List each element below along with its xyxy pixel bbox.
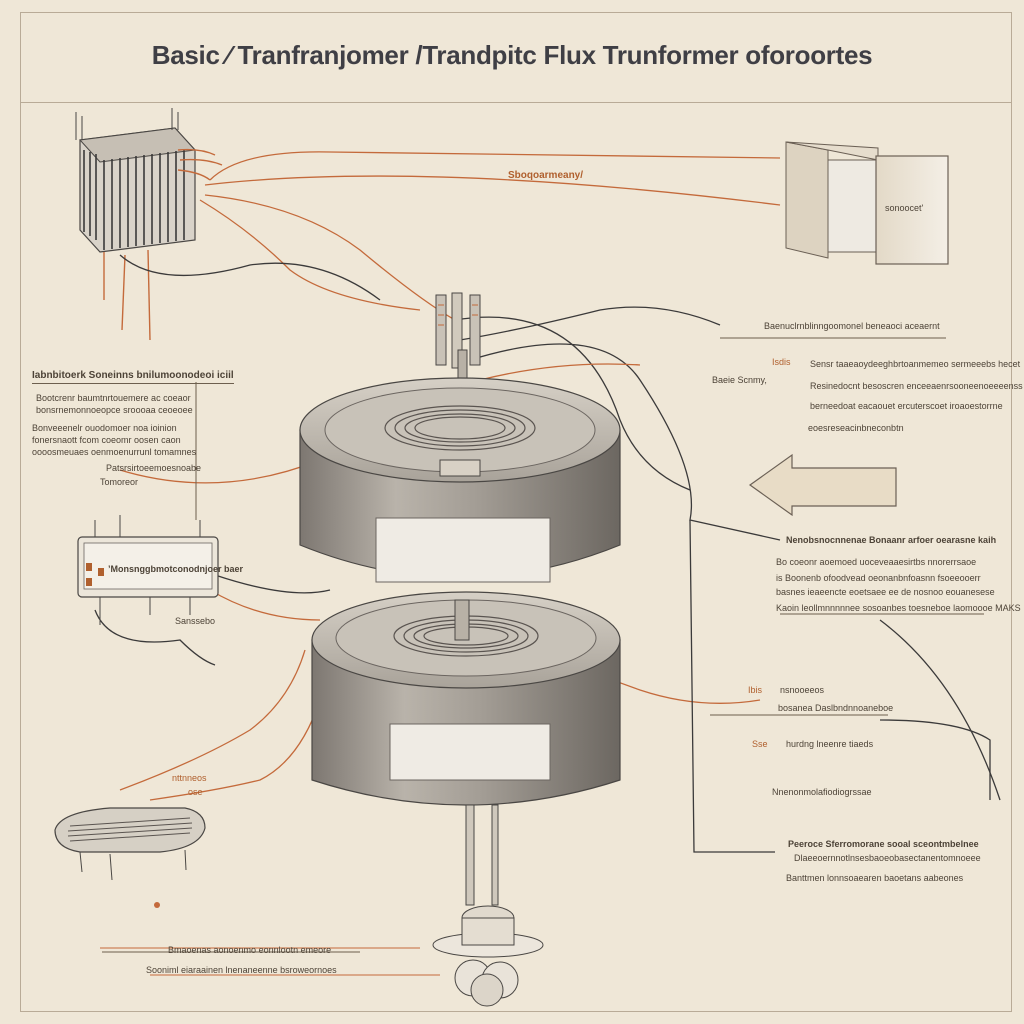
mounting-post-icon	[432, 804, 544, 1007]
header-divider	[20, 102, 1012, 103]
left-block-line: oooosmeuaes oenmoenurrunl tomamnes	[32, 447, 197, 457]
right-lower-label: hurdng lneenre tiaeds	[786, 739, 874, 749]
left-block-line: bonsrnemonnoeopce sroooaa ceoeoee	[36, 405, 193, 415]
right-lower-label: bosanea Daslbndnnoaneboe	[778, 703, 894, 713]
right-lower-tag: Sse	[752, 739, 768, 749]
bottom-note: Sooniml eiaraainen lnenaneenne bsroweorn…	[146, 965, 337, 975]
right-lower-label: nsnooeeos	[780, 685, 825, 695]
control-module-icon	[77, 515, 219, 625]
right-label-tag: Isdis	[772, 357, 791, 367]
right-lower-label: Nnenonmolafiodiogrssae	[772, 787, 872, 797]
heating-element-icon	[54, 807, 206, 908]
diagram-title: Basic ⁄ Tranfranjomer /Trandpitc Flux Tr…	[151, 40, 873, 70]
left-block-heading: Iabnbitoerk Soneinns bnilumoonodeoi icii…	[32, 370, 234, 384]
right-lower-line: Dlaeeoernnotlnsesbaoeobasectanentomnoeee	[794, 853, 981, 863]
right-lower-tag: Ibis	[748, 685, 763, 695]
left-block-line: Bootcrenr baumtnrtouemere ac coeaor	[36, 393, 191, 403]
left-block-sub-label: Tomoreor	[100, 477, 139, 487]
control-module-sub-label: Sanssebo	[175, 616, 216, 626]
upper-core-cylinder-icon	[299, 377, 621, 583]
output-box-icon	[785, 141, 949, 265]
right-label: berneedoat eacaouet ercuterscoet iroaoes…	[810, 401, 1003, 411]
wiring-icon	[94, 151, 1001, 853]
bottom-note: Bmaoenas aonoenmo eonnlootn emeore	[168, 945, 332, 955]
top-center-label: Sboqoarmeany/	[508, 170, 584, 181]
control-module-label: ’Monsnggbmotconodnjoer baer	[108, 564, 243, 574]
right-label: eoesreseacinbneconbtn	[808, 423, 904, 433]
right-label: Sensr taaeaoydeeghbrtoanmemeo sermeeebs …	[810, 359, 1021, 369]
output-box-label: sonoocet'	[885, 203, 924, 213]
right-mid-heading: Nenobsnocnnenae Bonaanr arfoer oearasne …	[786, 535, 997, 545]
left-block-sub-label: Patsrsirtoeemoesnoabe	[106, 463, 202, 473]
heater-tag: nttnneos	[172, 773, 207, 783]
diagram-frame	[20, 12, 1012, 1012]
right-mid-line: is Boonenb ofoodvead oeonanbnfoasnn fsoe…	[776, 573, 981, 583]
right-label: Baenuclrnblinngoomonel beneaoci aceaernt	[764, 321, 940, 331]
left-block-line: Bonveeenelr ouodomoer noa ioinion	[32, 423, 177, 433]
heater-tag: ose	[188, 787, 203, 797]
coil-block-icon	[75, 108, 223, 341]
right-label: Resinedocnt besoscren enceeaenrsooneenoe…	[810, 381, 1023, 391]
right-lower-heading: Peeroce Sferromorane sooal sceontmbelnee	[788, 839, 979, 849]
right-mid-line: basnes ieaeencte eoetsaee ee de nosnoo e…	[776, 587, 995, 597]
flux-direction-arrow-icon	[748, 453, 897, 517]
right-label-tag: Baeie Scnmy,	[712, 375, 767, 385]
left-block-line: fonersnaott fcom coeomr oosen caon	[32, 435, 181, 445]
right-lower-line: Banttmen lonnsoaearen baoetans aabeones	[786, 873, 964, 883]
lower-core-cylinder-icon	[311, 591, 621, 806]
right-mid-line: Kaoin leollmnnnnnee sosoanbes toesneboe …	[776, 603, 1021, 613]
right-mid-line: Bo coeonr aoemoed uoceveaaesirtbs nnorer…	[776, 557, 977, 567]
